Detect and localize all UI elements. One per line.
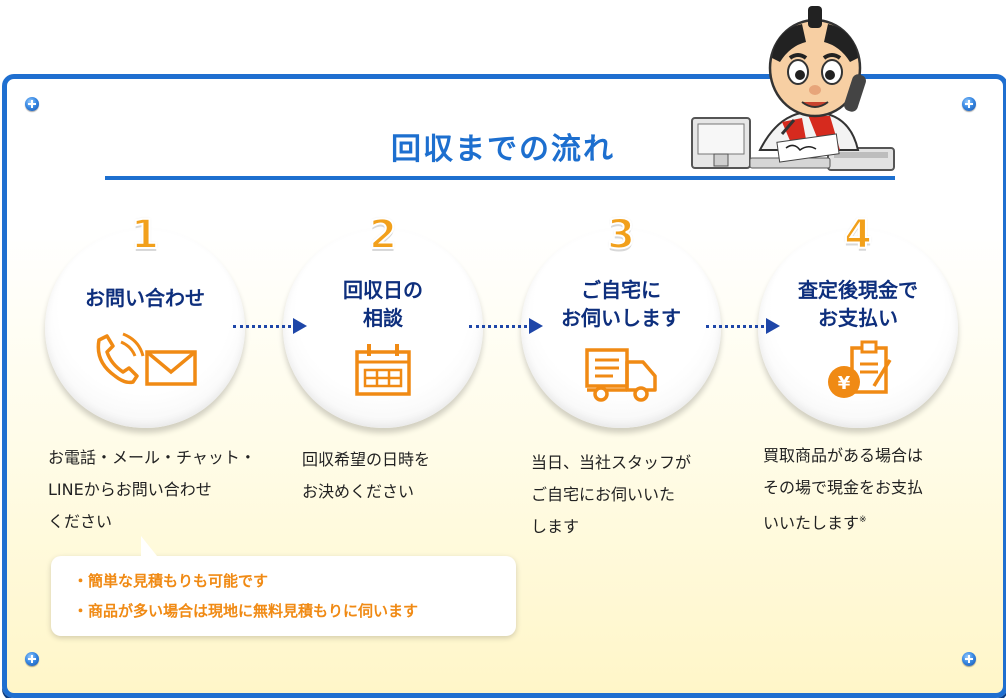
page-title: 回収までの流れ [0, 124, 1006, 168]
step-2-description: 回収希望の日時を お決めください [302, 444, 502, 508]
step-2-circle: 回収日の 相談 [283, 228, 483, 428]
rivet-icon [25, 97, 39, 111]
title-underline [105, 176, 895, 180]
step-number: 3 [581, 212, 661, 258]
flow-arrow [233, 318, 309, 334]
truck-icon [583, 346, 659, 406]
step-3-description: 当日、当社スタッフが ご自宅にお伺いいた します [531, 447, 731, 543]
step-number: 1 [105, 212, 185, 258]
step-label: お問い合わせ [45, 284, 245, 312]
step-number: 2 [343, 212, 423, 258]
rivet-icon [962, 97, 976, 111]
note-bubble: ・簡単な見積もりも可能です ・商品が多い場合は現地に無料見積もりに伺います [51, 556, 516, 636]
step-label: ご自宅に お伺いします [521, 276, 721, 332]
svg-text:¥: ¥ [838, 373, 851, 394]
phone-mail-icon [91, 332, 199, 392]
step-label: 回収日の 相談 [283, 276, 483, 332]
step-1-description: お電話・メール・チャット・ LINEからお問い合わせ ください [48, 442, 278, 538]
note-line: ・簡単な見積もりも可能です [73, 570, 268, 591]
step-4-circle: 査定後現金で お支払い ¥ [758, 228, 958, 428]
calendar-icon [353, 342, 413, 398]
rivet-icon [962, 652, 976, 666]
step-4-description-text: 買取商品がある場合は その場で現金をお支払 いいたします [763, 446, 923, 532]
step-1-circle: お問い合わせ [45, 228, 245, 428]
footnote-mark: ※ [859, 515, 867, 525]
step-3-circle: ご自宅に お伺いします [521, 228, 721, 428]
step-number: 4 [818, 212, 898, 258]
flow-arrow [706, 318, 782, 334]
step-4-description: 買取商品がある場合は その場で現金をお支払 いいたします※ [763, 440, 978, 539]
step-label: 査定後現金で お支払い [758, 276, 958, 332]
cash-receipt-icon: ¥ [824, 340, 894, 402]
rivet-icon [25, 652, 39, 666]
note-line: ・商品が多い場合は現地に無料見積もりに伺います [73, 600, 418, 621]
flow-arrow [469, 318, 545, 334]
